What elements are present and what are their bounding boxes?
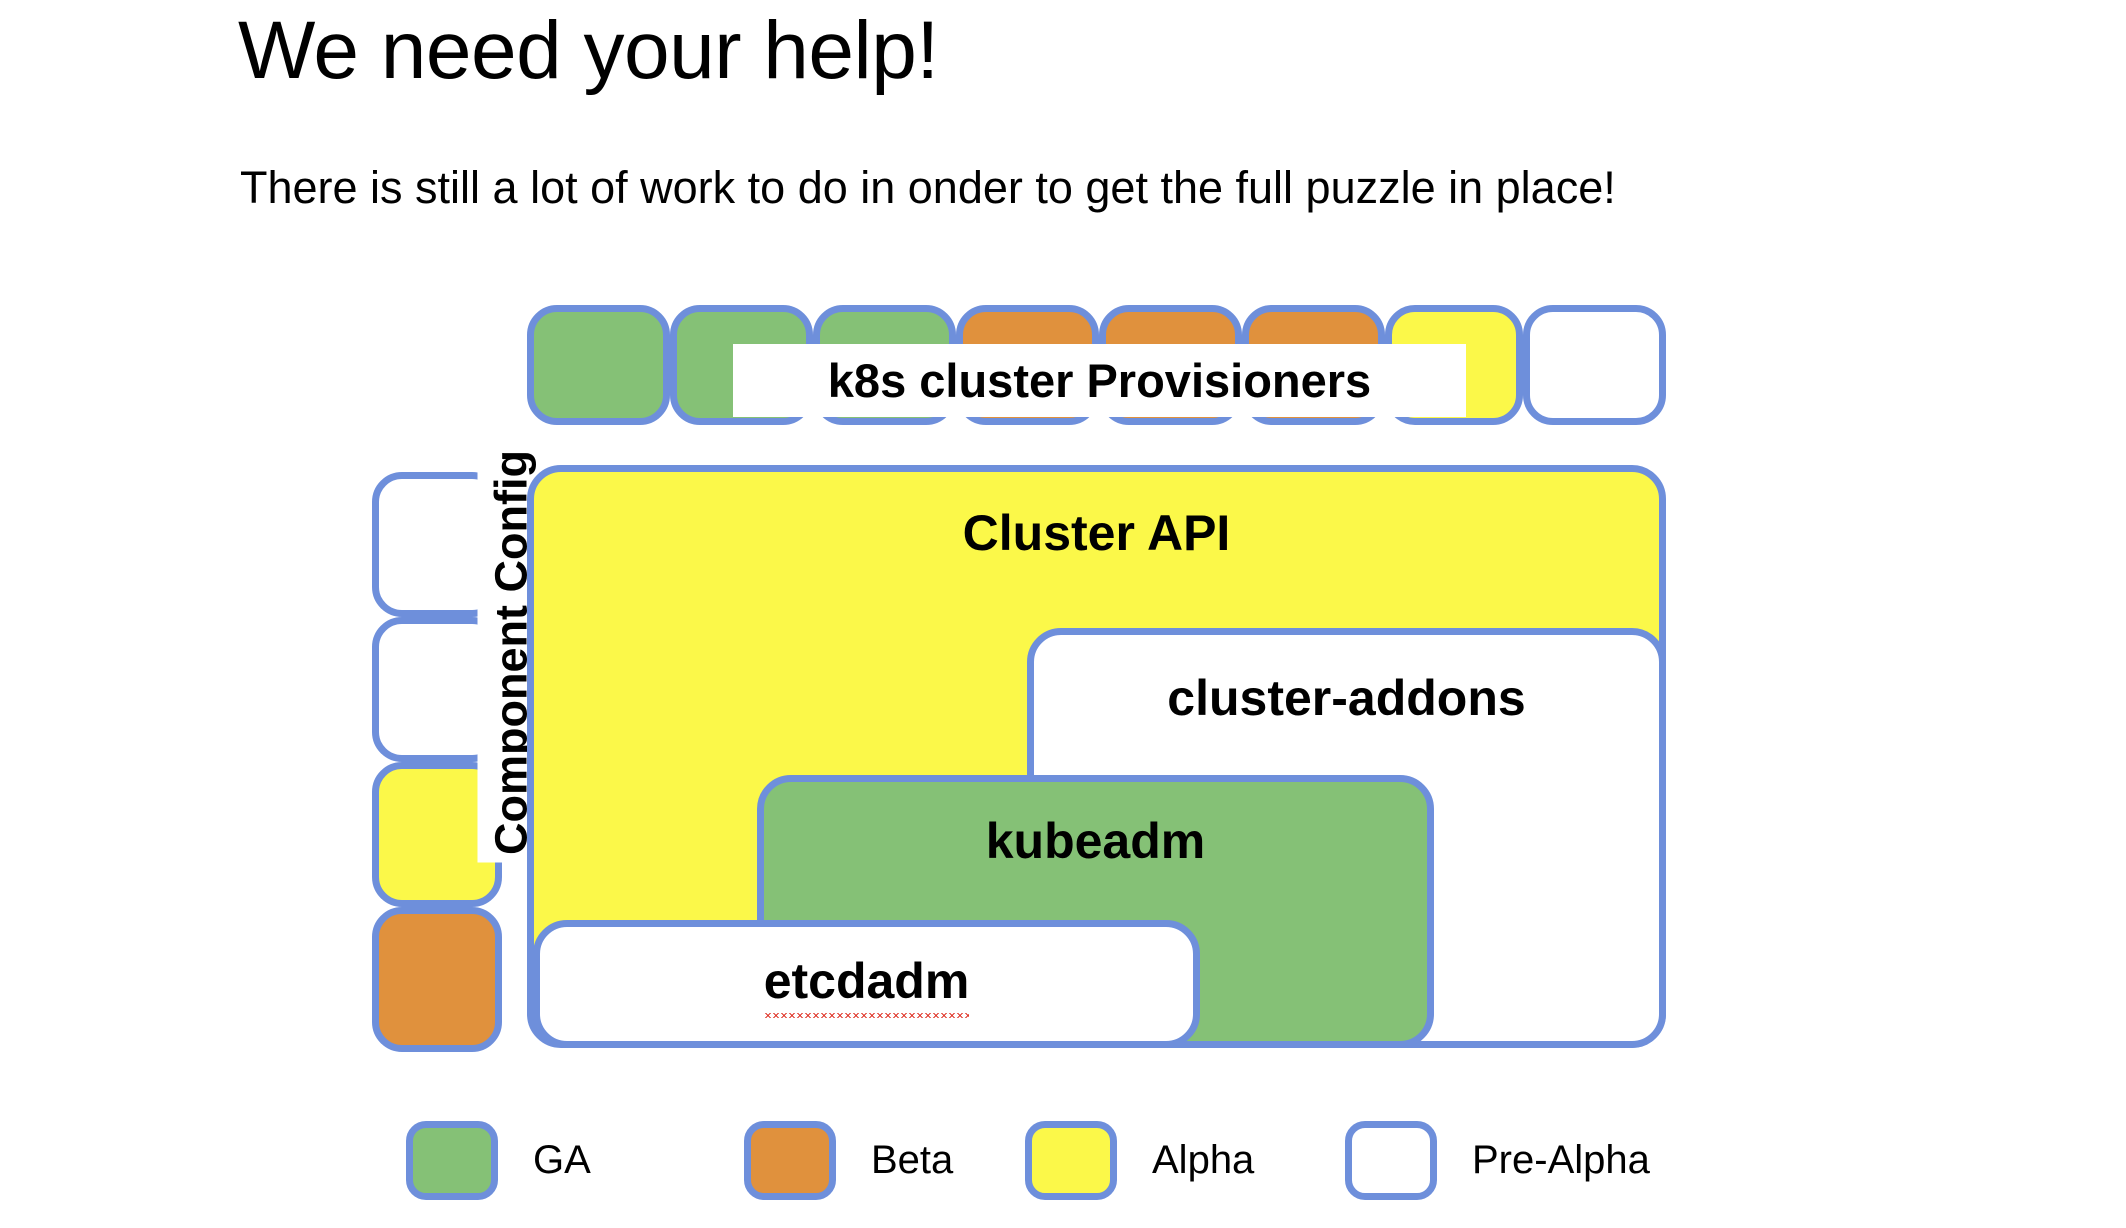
- node-cluster-api-label: Cluster API: [962, 505, 1231, 561]
- provisioner-strip-label: k8s cluster Provisioners: [733, 344, 1466, 417]
- node-cluster-addons-label: cluster-addons: [1167, 670, 1526, 726]
- legend: GA Beta Alpha Pre-Alpha: [0, 1121, 2126, 1211]
- legend-label-ga: GA: [533, 1138, 591, 1182]
- page-subtitle: There is still a lot of work to do in on…: [240, 162, 1616, 213]
- provisioner-cell-1[interactable]: [527, 305, 670, 425]
- legend-label-beta: Beta: [871, 1138, 954, 1182]
- provisioner-cell-8[interactable]: [1523, 305, 1666, 425]
- legend-item-ga: GA: [406, 1121, 591, 1200]
- legend-swatch-beta: [744, 1121, 836, 1200]
- component-config-cell-4[interactable]: [372, 907, 502, 1052]
- legend-swatch-pre-alpha: [1345, 1121, 1437, 1200]
- node-kubeadm-label: kubeadm: [985, 813, 1206, 869]
- legend-label-alpha: Alpha: [1152, 1138, 1255, 1182]
- legend-item-pre-alpha: Pre-Alpha: [1345, 1121, 1650, 1200]
- legend-label-pre-alpha: Pre-Alpha: [1472, 1138, 1650, 1182]
- node-etcdadm-label: etcdadm: [540, 952, 1193, 1018]
- legend-swatch-alpha: [1025, 1121, 1117, 1200]
- legend-item-beta: Beta: [744, 1121, 953, 1200]
- page-title: We need your help!: [238, 5, 939, 96]
- legend-item-alpha: Alpha: [1025, 1121, 1254, 1200]
- legend-swatch-ga: [406, 1121, 498, 1200]
- spellcheck-underline: etcdadm: [763, 952, 970, 1018]
- node-etcdadm[interactable]: etcdadm: [533, 920, 1200, 1048]
